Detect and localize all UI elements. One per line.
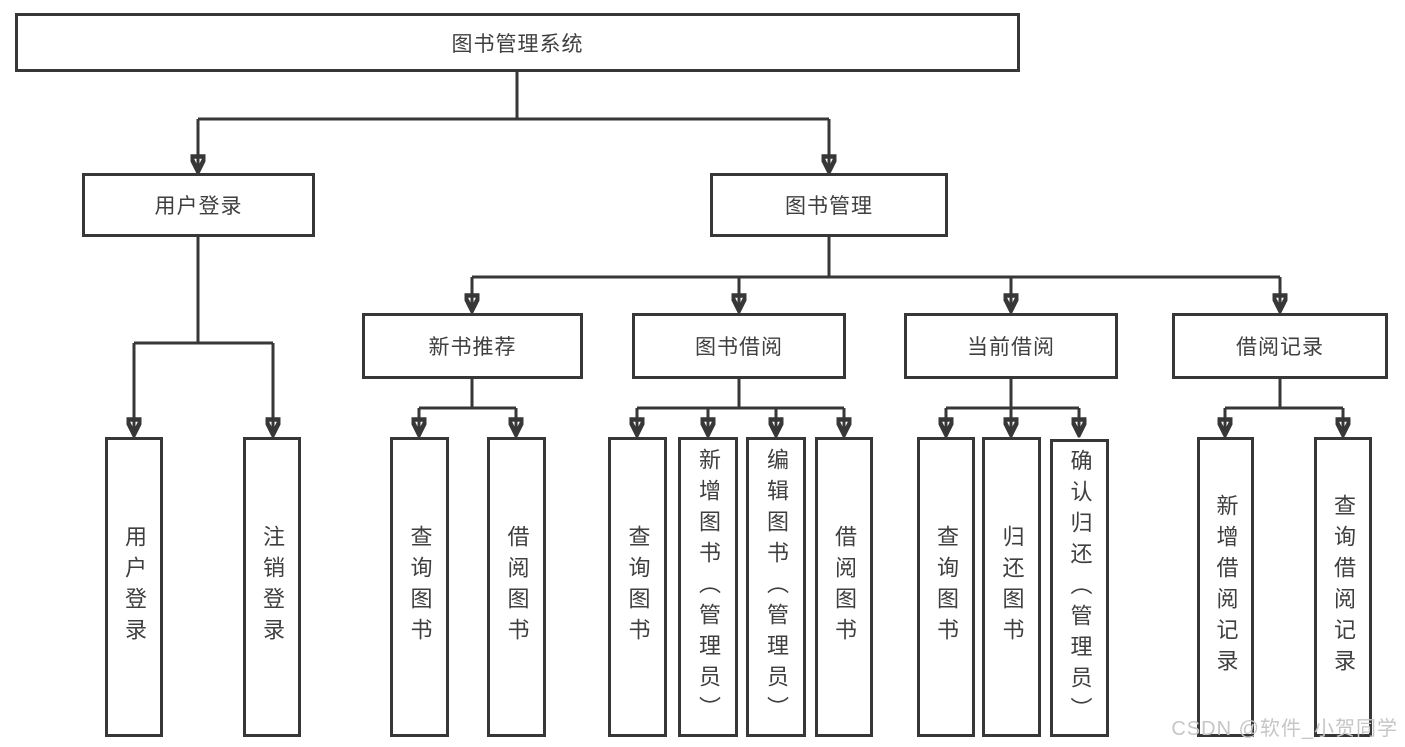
leaf-label: 确认归还（管理员） bbox=[1067, 448, 1093, 728]
leaf-query-book-1: 查询图书 bbox=[390, 437, 449, 737]
node-label: 图书管理系统 bbox=[451, 32, 584, 56]
leaf-label: 查询图书 bbox=[934, 525, 959, 649]
leaf-borrow-book-1: 借阅图书 bbox=[487, 437, 546, 737]
leaf-logout-login: 注销登录 bbox=[243, 437, 301, 737]
node-current-borrow: 当前借阅 bbox=[904, 313, 1118, 379]
leaf-label: 注销登录 bbox=[260, 525, 285, 649]
leaf-label: 查询借阅记录 bbox=[1331, 494, 1356, 680]
leaf-add-book-admin: 新增图书（管理员） bbox=[678, 437, 738, 737]
leaf-label: 借阅图书 bbox=[504, 525, 530, 649]
leaf-query-book-3: 查询图书 bbox=[917, 437, 975, 737]
leaf-borrow-book-2: 借阅图书 bbox=[815, 437, 873, 737]
leaf-label: 归还图书 bbox=[999, 525, 1025, 649]
node-label: 用户登录 bbox=[154, 195, 243, 218]
node-borrow-records: 借阅记录 bbox=[1172, 313, 1388, 379]
leaf-label: 查询图书 bbox=[407, 525, 433, 649]
leaf-label: 查询图书 bbox=[625, 525, 651, 649]
leaf-label: 用户登录 bbox=[122, 525, 147, 649]
connector-rails bbox=[134, 72, 1343, 410]
node-new-book-recommend: 新书推荐 bbox=[362, 313, 583, 379]
leaf-label: 借阅图书 bbox=[832, 525, 857, 649]
leaf-label: 编辑图书（管理员） bbox=[764, 447, 789, 727]
leaf-return-book: 归还图书 bbox=[982, 437, 1041, 737]
csdn-watermark: CSDN @软件_小贺同学 bbox=[1171, 718, 1398, 740]
node-library-management-system: 图书管理系统 bbox=[15, 13, 1020, 72]
leaf-query-book-2: 查询图书 bbox=[608, 437, 667, 737]
node-label: 借阅记录 bbox=[1236, 336, 1324, 359]
node-book-borrow: 图书借阅 bbox=[632, 313, 846, 379]
leaf-user-login: 用户登录 bbox=[105, 437, 163, 737]
node-user-login: 用户登录 bbox=[82, 173, 315, 237]
leaf-label: 新增图书（管理员） bbox=[696, 447, 721, 727]
leaf-label: 新增借阅记录 bbox=[1213, 494, 1239, 680]
leaf-query-borrow-record: 查询借阅记录 bbox=[1314, 437, 1372, 737]
leaf-add-borrow-record: 新增借阅记录 bbox=[1197, 437, 1254, 737]
node-label: 图书管理 bbox=[785, 195, 873, 218]
node-label: 当前借阅 bbox=[967, 336, 1055, 359]
leaf-confirm-return-admin: 确认归还（管理员） bbox=[1050, 439, 1109, 737]
leaf-edit-book-admin: 编辑图书（管理员） bbox=[746, 437, 806, 737]
node-book-management: 图书管理 bbox=[710, 173, 948, 237]
node-label: 新书推荐 bbox=[428, 336, 517, 359]
node-label: 图书借阅 bbox=[695, 336, 783, 359]
